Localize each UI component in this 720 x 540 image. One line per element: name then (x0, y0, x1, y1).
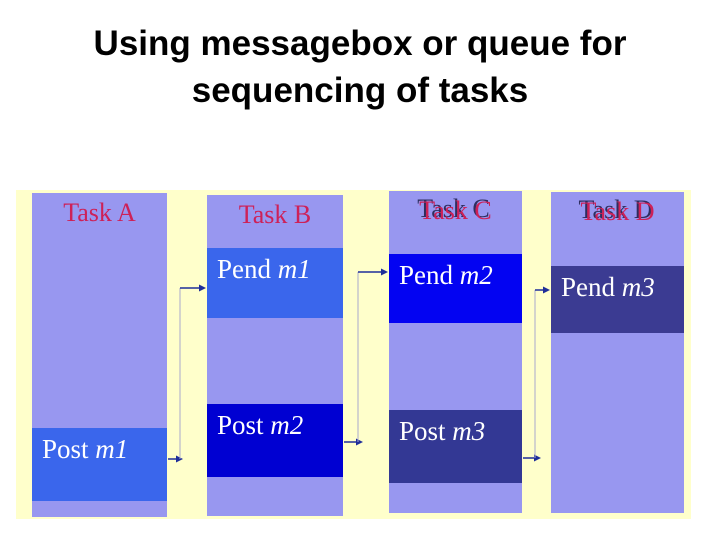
pend-m1-verb: Pend (217, 254, 278, 284)
pend-m3-box: Pend m3 (551, 266, 684, 333)
task-column-d: Task D Pend m3 (551, 192, 684, 513)
post-m1-verb: Post (42, 434, 96, 464)
post-m3-box: Post m3 (389, 410, 522, 483)
post-m2-msg: m2 (270, 410, 304, 440)
pend-m3-verb: Pend (561, 272, 622, 302)
post-m3-verb: Post (399, 416, 453, 446)
post-m1-msg: m1 (95, 434, 129, 464)
pend-m2-msg: m2 (459, 260, 493, 290)
task-column-b: Task B Pend m1 Post m2 (207, 195, 343, 516)
task-d-label: Task D (580, 197, 655, 226)
title-line-1: Using messagebox or queue for (93, 24, 627, 63)
slide-title: Using messagebox or queue for sequencing… (0, 20, 720, 114)
title-line-2: sequencing of tasks (191, 71, 529, 110)
task-a-label: Task A (63, 198, 136, 227)
pend-m2-verb: Pend (399, 260, 460, 290)
task-column-c: Task C Pend m2 Post m3 (389, 191, 522, 513)
pend-m2-box: Pend m2 (389, 254, 522, 323)
post-m3-msg: m3 (452, 416, 486, 446)
post-m2-box: Post m2 (207, 404, 343, 477)
task-b-label: Task B (238, 200, 312, 229)
pend-m3-msg: m3 (621, 272, 655, 302)
pend-m1-msg: m1 (277, 254, 311, 284)
task-c-label: Task C (419, 196, 492, 225)
task-column-a: Task A Post m1 (32, 193, 167, 517)
post-m1-box: Post m1 (32, 428, 167, 501)
post-m2-verb: Post (217, 410, 271, 440)
pend-m1-box: Pend m1 (207, 248, 343, 318)
